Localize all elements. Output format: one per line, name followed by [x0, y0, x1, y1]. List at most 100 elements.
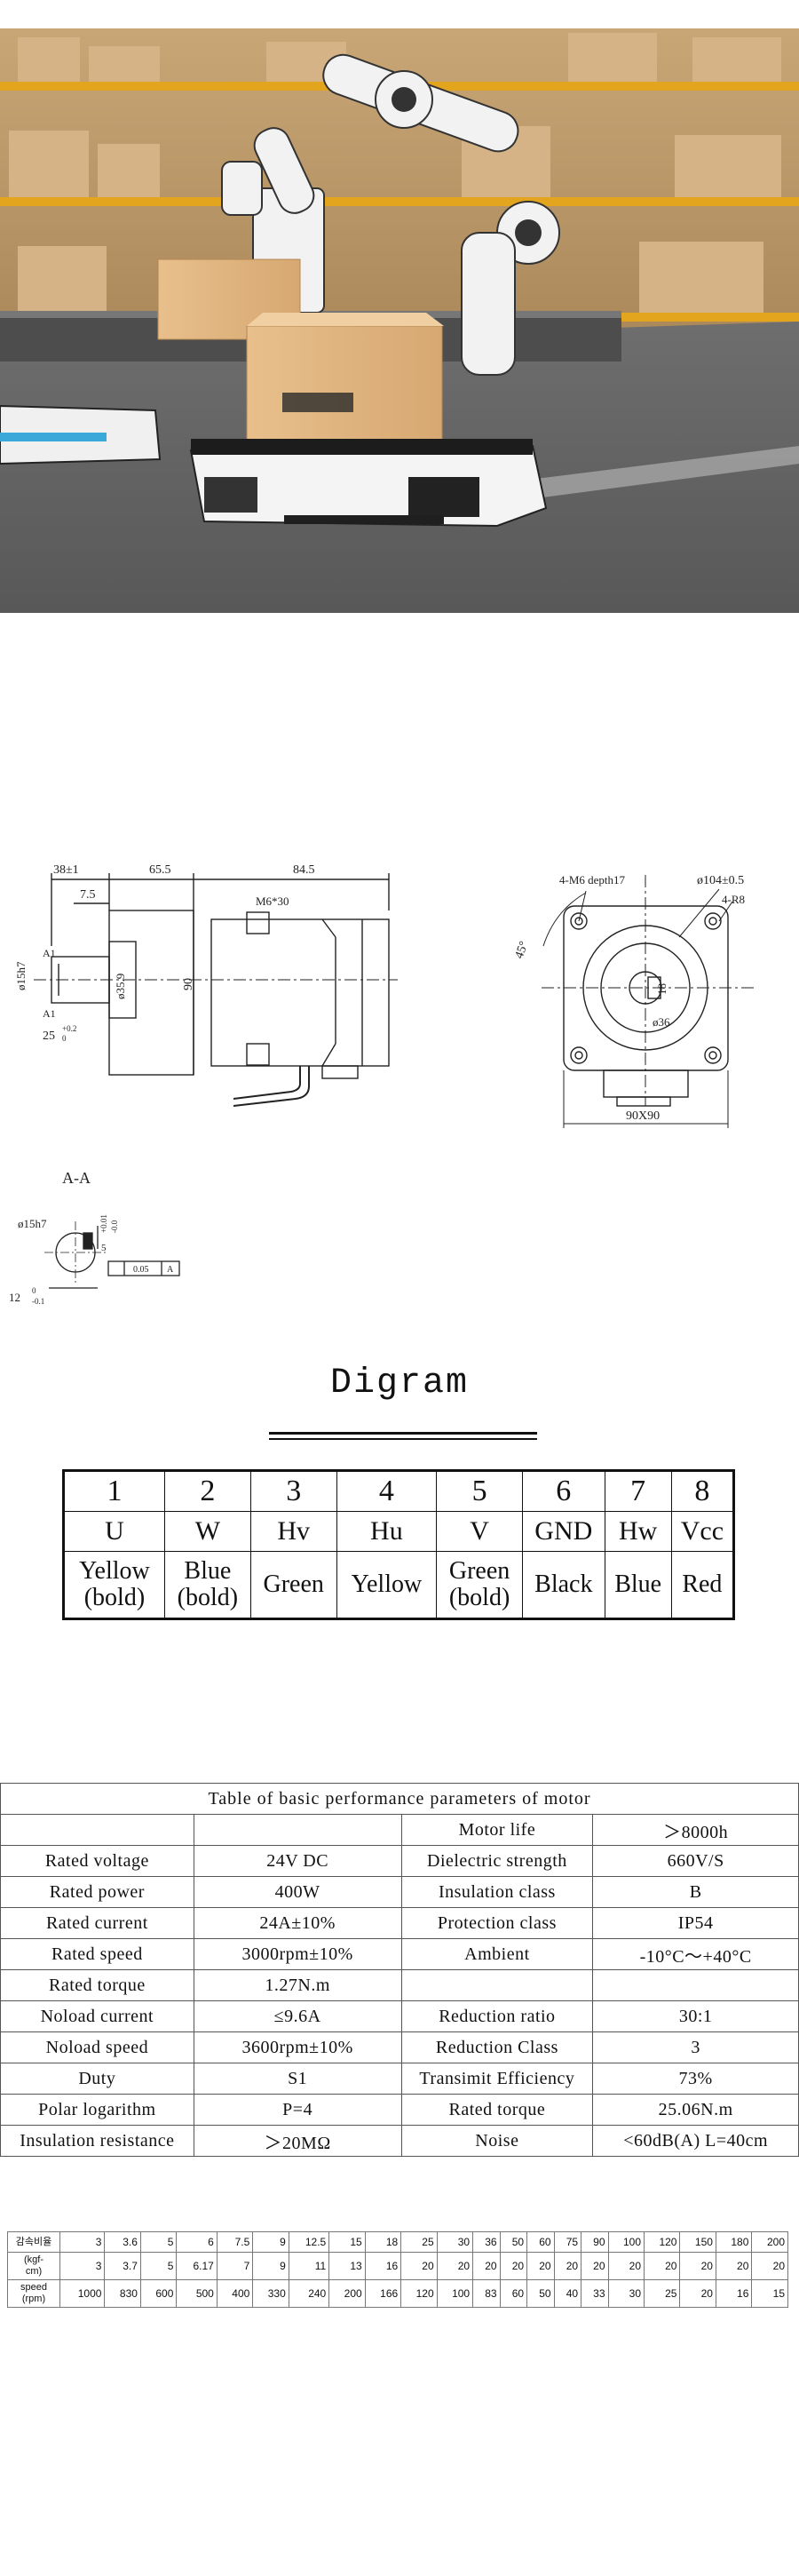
- motor-side-drawing: 4-M6 depth17 ø104±0.5 4-R8 45° 18 ø36 90…: [513, 873, 755, 1128]
- performance-value: 400W: [193, 1876, 402, 1908]
- ratio-cell: 60: [499, 2279, 528, 2308]
- dim-25-tol: +0.2: [62, 1024, 76, 1033]
- performance-label: Protection class: [400, 1907, 594, 1939]
- performance-label: Reduction ratio: [400, 2000, 594, 2032]
- pin-number: 6: [522, 1470, 605, 1512]
- pin-signal: U: [63, 1511, 165, 1552]
- performance-value: S1: [193, 2063, 402, 2095]
- ratio-cell: 20: [643, 2252, 681, 2280]
- ratio-cell: 150: [679, 2231, 716, 2253]
- section-tol-b: -0.0: [110, 1220, 119, 1233]
- ratio-cell: 75: [553, 2231, 582, 2253]
- dim-angle: 45°: [513, 940, 532, 961]
- dim-shaft: ø15h7: [16, 961, 28, 990]
- ratio-cell: 200: [751, 2231, 788, 2253]
- ratio-cell: 12.5: [288, 2231, 330, 2253]
- dim-key: 18: [655, 983, 668, 995]
- section-12: 12: [9, 1291, 20, 1304]
- dim-35-9: ø35.9: [114, 974, 127, 999]
- pin-signal: Hw: [604, 1511, 672, 1552]
- pin-color: Black: [522, 1551, 605, 1619]
- dim-pcd: ø104±0.5: [697, 874, 744, 887]
- torque-row-header: (kgf-cm): [7, 2252, 60, 2280]
- performance-label: Noload speed: [0, 2031, 194, 2063]
- pin-color: Yellow(bold): [63, 1551, 165, 1619]
- performance-value: 24V DC: [193, 1845, 402, 1877]
- ratio-cell: 20: [607, 2252, 645, 2280]
- performance-label: Insulation class: [400, 1876, 594, 1908]
- ratio-cell: 25: [400, 2231, 438, 2253]
- ratio-cell: 20: [679, 2252, 716, 2280]
- ratio-cell: 83: [472, 2279, 501, 2308]
- performance-label: Ambient: [400, 1938, 594, 1970]
- hero-photo: [0, 28, 799, 613]
- ratio-cell: 20: [472, 2252, 501, 2280]
- dim-7-5: 7.5: [80, 888, 96, 902]
- ratio-cell: 16: [364, 2252, 402, 2280]
- performance-value: 30:1: [592, 2000, 799, 2032]
- ratio-cell: 180: [715, 2231, 753, 2253]
- section-shaft: ø15h7: [18, 1217, 47, 1230]
- ratio-cell: 60: [526, 2231, 555, 2253]
- ratio-cell: 330: [252, 2279, 289, 2308]
- section-datum: A: [167, 1265, 174, 1275]
- ratio-cell: 11: [288, 2252, 330, 2280]
- section-geo-tol: 0.05: [133, 1265, 149, 1275]
- section-12-tol: 0: [32, 1286, 36, 1295]
- ratio-cell: 100: [607, 2231, 645, 2253]
- ratio-cell: 100: [436, 2279, 474, 2308]
- pin-number: 3: [249, 1470, 337, 1512]
- ratio-cell: 9: [252, 2231, 289, 2253]
- section-title: A-A: [62, 1169, 91, 1187]
- shaft-section-drawing: A-A ø15h7 +0.01 -0.0 5 0.05 A 12 0 -0.1: [9, 1169, 180, 1306]
- ratio-cell: 7: [216, 2252, 254, 2280]
- dim-38: 38±1: [53, 863, 79, 877]
- ratio-cell: 3: [59, 2252, 106, 2280]
- pin-number: 1: [63, 1470, 165, 1512]
- performance-value: ≤9.6A: [193, 2000, 402, 2032]
- ratio-cell: 3.6: [104, 2231, 141, 2253]
- performance-value: 1.27N.m: [193, 1969, 402, 2001]
- dim-36: ø36: [653, 1015, 670, 1029]
- pin-color: Red: [670, 1551, 735, 1619]
- ratio-cell: 6.17: [176, 2252, 218, 2280]
- ratio-cell: 830: [104, 2279, 141, 2308]
- performance-label: Noise: [400, 2125, 594, 2157]
- pin-number: 4: [336, 1470, 438, 1512]
- pin-signal: V: [436, 1511, 524, 1552]
- section-tol-a: +0.01: [99, 1214, 108, 1233]
- performance-value: [592, 1969, 799, 2001]
- dim-84: 84.5: [293, 863, 315, 877]
- ratio-cell: 240: [288, 2279, 330, 2308]
- ratio-cell: 20: [715, 2252, 753, 2280]
- performance-label: [0, 1814, 194, 1846]
- ratio-cell: 20: [499, 2252, 528, 2280]
- ratio-cell: 13: [328, 2252, 366, 2280]
- performance-value: B: [592, 1876, 799, 1908]
- dim-m6: M6*30: [256, 894, 289, 908]
- pin-signal: Vcc: [670, 1511, 735, 1552]
- ratio-cell: 20: [553, 2252, 582, 2280]
- performance-value: ＞8000h: [592, 1814, 799, 1846]
- pin-color: Green: [249, 1551, 337, 1619]
- ratio-cell: 16: [715, 2279, 753, 2308]
- performance-value: IP54: [592, 1907, 799, 1939]
- ratio-cell: 400: [216, 2279, 254, 2308]
- ratio-cell: 5: [139, 2252, 178, 2280]
- pin-signal: Hu: [336, 1511, 438, 1552]
- ratio-cell: 20: [581, 2252, 609, 2280]
- section-12-tol2: -0.1: [32, 1297, 44, 1306]
- ratio-cell: 166: [364, 2279, 402, 2308]
- ratio-cell: 20: [526, 2252, 555, 2280]
- pin-signal: GND: [522, 1511, 605, 1552]
- performance-value: <60dB(A) L=40cm: [592, 2125, 799, 2157]
- dim-square: 90X90: [626, 1109, 660, 1123]
- ratio-cell: 7.5: [216, 2231, 254, 2253]
